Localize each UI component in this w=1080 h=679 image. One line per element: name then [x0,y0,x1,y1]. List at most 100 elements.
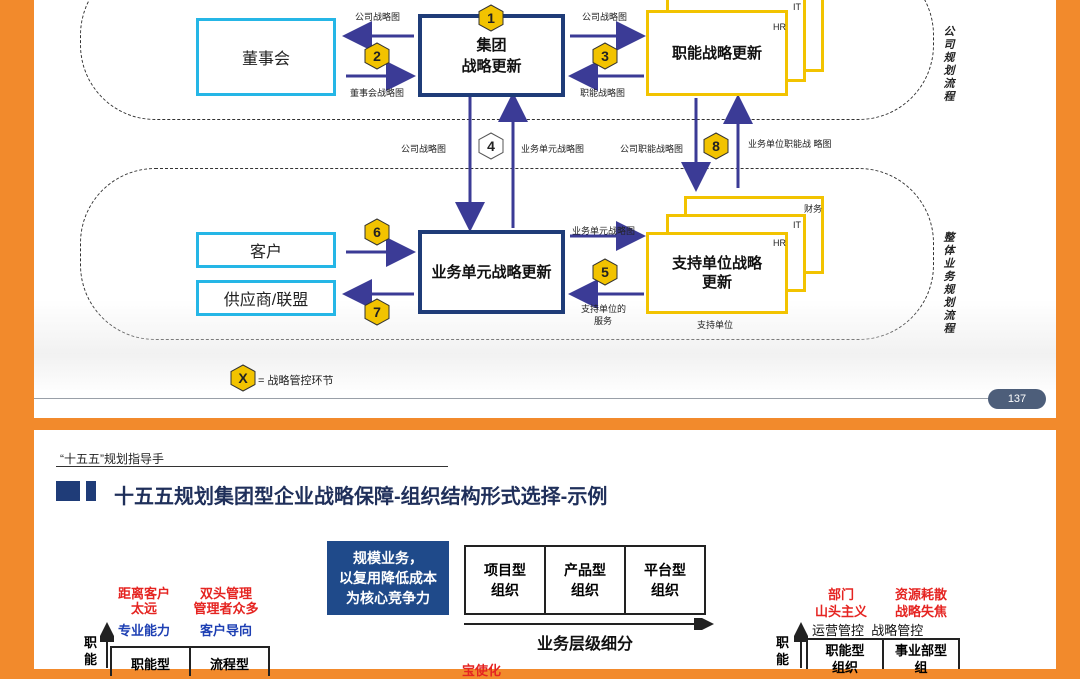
side-label-overall: 整 体 业 务 规 划 流 程 [942,232,956,336]
arrow-label-5-bottom-1: 支持单位的 [581,304,627,314]
right-note-red2-line1: 资源耗散 [894,587,947,602]
right-note-red2: 资源耗散 战略失焦 [886,586,956,620]
org-platform: 平台型 组织 [626,547,704,613]
hex-marker-7: 7 [364,298,390,326]
hexagon-icon [478,132,504,160]
side-char: 公 [943,26,955,38]
side-char: 整 [943,232,955,244]
side-char: 流 [943,78,955,90]
hex-marker-6: 6 [364,218,390,246]
arrow-label-3-bottom: 职能战略图 [580,88,626,98]
bu-strategy-label: 业务单元战略更新 [431,263,552,281]
right-box-row: 职能型 组织 事业部型 组 [806,638,960,675]
hexagon-icon [478,4,504,32]
org-product-line2: 组织 [571,582,599,598]
org-axis-label: 业务层级细分 [537,636,634,653]
center-red-note: 宝使化 [462,663,502,678]
support-strategy-line2: 更新 [701,274,732,291]
stack-label-bottom-finance: 财务 [804,204,823,214]
arrow-label-8-left: 公司职能战略图 [620,144,684,154]
board-box: 董事会 [196,18,336,96]
title-bar-icon [56,481,80,501]
right-note-red1: 部门 山头主义 [806,586,876,620]
hex-marker-8: 8 [703,132,729,160]
org-project: 项目型 组织 [466,547,546,613]
callout-line2: 以复用降低成本 [339,570,437,586]
arrow-label-2: 董事会战略图 [350,88,405,98]
functional-strategy-box: 职能战略更新 [646,10,788,96]
left-note-red2-line2: 管理者众多 [193,601,259,616]
hexagon-icon [592,42,618,70]
hexagon-icon [364,218,390,246]
legend-symbol: X [238,370,248,386]
right-note-red1-line2: 山头主义 [814,604,867,619]
right-box-functional-line1: 职能型 [825,643,865,658]
right-box-division-line2: 组 [914,660,928,675]
support-strategy-line1: 支持单位战略 [671,255,762,272]
stack-label-top-it: IT [793,2,801,12]
header-rule [56,466,448,467]
hexagon-icon [364,42,390,70]
org-project-line1: 项目型 [484,562,526,578]
right-box-functional: 职能型 组织 [808,640,884,675]
left-axis-arrow [100,622,114,668]
legend-text: = 战略管控环节 [258,375,334,387]
left-vertical-char: 职 [84,635,98,650]
legend-hex: X [230,364,256,392]
group-strategy-line1: 集团 [476,36,507,54]
running-header: “十五五”规划指导手 [60,452,164,466]
right-note-red1-line1: 部门 [827,587,854,602]
hex-number: 8 [712,138,720,154]
hex-number: 3 [601,48,609,64]
hex-number: 7 [373,304,381,320]
left-box-process-label: 流程型 [209,657,249,672]
group-strategy-line2: 战略更新 [461,57,522,75]
stack-label-bottom-hr: HR [773,238,786,248]
org-axis-arrow [464,618,714,630]
hex-number: 5 [601,264,609,280]
section-title: 十五五规划集团型企业战略保障-组织结构形式选择-示例 [114,486,608,508]
org-product-line1: 产品型 [564,562,606,578]
right-vertical-label: 职 能 [776,634,789,668]
hexagon-icon [703,132,729,160]
org-project-line2: 组织 [491,582,519,598]
org-product: 产品型 组织 [546,547,626,613]
right-vertical-char: 能 [776,652,790,667]
right-note-red2-line2: 战略失焦 [894,604,947,619]
title-bar-icon-2 [86,481,96,501]
side-char: 体 [943,245,955,257]
org-type-row: 项目型 组织 产品型 组织 平台型 组织 [464,545,706,615]
hexagon-icon [230,364,256,392]
functional-strategy-label: 职能战略更新 [671,44,762,62]
hexagon-icon [592,258,618,286]
right-box-division: 事业部型 组 [884,640,958,675]
left-note-blue2: 客户导向 [199,623,252,638]
side-char: 流 [943,310,955,322]
supplier-box: 供应商/联盟 [196,280,336,316]
customer-label: 客户 [249,244,282,261]
left-box-row: 职能型 流程型 [110,646,270,676]
arrow-label-4-left: 公司战略图 [401,144,447,154]
customer-box: 客户 [196,232,336,268]
left-box-process: 流程型 [191,648,268,676]
side-char: 司 [943,39,955,51]
hex-number: 6 [373,224,381,240]
left-note-blue1: 专业能力 [117,623,170,638]
callout-line3: 为核心竞争力 [346,590,430,606]
hex-marker-3: 3 [592,42,618,70]
support-unit-caption: 支持单位 [697,320,734,330]
hex-marker-1: 1 [478,4,504,32]
right-box-functional-line2: 组织 [831,660,858,675]
hex-marker-2: 2 [364,42,390,70]
arrow-label-5-bottom-2: 服务 [594,316,613,326]
stack-label-bottom-it: IT [793,220,801,230]
page-number: 137 [1007,393,1027,405]
side-char: 程 [943,323,955,335]
side-char: 程 [943,91,955,103]
left-box-functional-label: 职能型 [130,657,170,672]
side-label-company: 公 司 规 划 流 程 [942,26,956,104]
arrow-label-3-top: 公司战略图 [582,12,628,22]
callout-line1: 规模业务， [353,550,423,566]
